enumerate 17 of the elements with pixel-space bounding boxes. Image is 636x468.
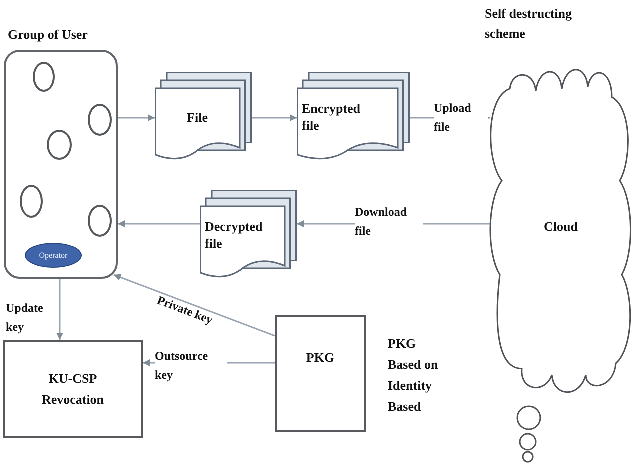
arrow bbox=[118, 114, 155, 122]
node-label: Operator bbox=[39, 250, 68, 260]
arrow bbox=[56, 279, 64, 340]
arrow bbox=[118, 220, 200, 228]
process-box bbox=[275, 315, 366, 432]
node-caption: Self destructing scheme bbox=[485, 5, 574, 43]
node-label: Cloud bbox=[544, 218, 578, 236]
document-label: Decrypted file bbox=[205, 218, 264, 252]
node-label: PKG bbox=[306, 349, 335, 367]
node-caption: PKG Based on Identity Based bbox=[388, 335, 440, 416]
document-label: File bbox=[187, 108, 208, 126]
document-label: Encrypted file bbox=[302, 100, 362, 134]
group-title: Group of User bbox=[8, 26, 88, 44]
arrow bbox=[252, 114, 297, 122]
node-label: KU-CSP Revocation bbox=[40, 370, 106, 409]
process-box bbox=[3, 340, 143, 438]
arrow bbox=[114, 274, 276, 337]
